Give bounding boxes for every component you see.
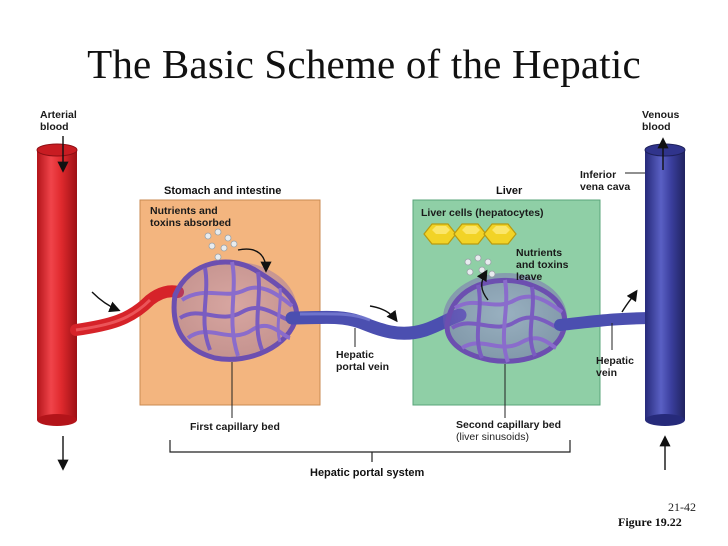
ivc-label-line2: vena cava xyxy=(580,181,630,193)
ivc-label-line1: Inferior xyxy=(580,169,616,181)
nutrients-leave-label-line1: Nutrients xyxy=(516,247,562,259)
portal-vein-label-line2: portal vein xyxy=(336,361,389,373)
hepatic-vein xyxy=(554,312,661,331)
venous-blood-label-line2: blood xyxy=(642,121,671,133)
portal-vein-label-line1: Hepatic xyxy=(336,349,374,361)
hepatic-vein-label-line2: vein xyxy=(596,367,617,379)
vena-cava-tube xyxy=(644,143,686,426)
absorption-arrow xyxy=(237,248,272,273)
portal-flow-arrow xyxy=(369,305,398,323)
arterial-branch-arrow xyxy=(91,291,121,313)
liver-header: Liver xyxy=(496,185,523,197)
second-capillary-bed-network xyxy=(443,273,568,364)
second-capillary-bed-label-line2: (liver sinusoids) xyxy=(456,431,529,443)
slide-number: 21-42 xyxy=(668,500,696,514)
release-arrow xyxy=(476,269,489,301)
nutrients-leave-label-line3: leave xyxy=(516,271,542,283)
first-capillary-bed-label: First capillary bed xyxy=(190,421,280,433)
absorbed-nutrient-particles xyxy=(204,228,238,261)
hepatocyte-cells xyxy=(423,223,517,245)
nutrients-absorbed-label-line1: Nutrients and xyxy=(150,205,218,217)
stomach-intestine-header: Stomach and intestine xyxy=(164,185,281,197)
venous-blood-label-line1: Venous xyxy=(642,109,680,121)
arterial-blood-label-line1: Arterial xyxy=(40,109,77,121)
figure-reference: Figure 19.22 xyxy=(618,515,682,529)
slide-title: The Basic Scheme of the Hepatic xyxy=(87,41,641,87)
hepatocytes-label: Liver cells (hepatocytes) xyxy=(421,207,544,219)
first-capillary-bed-network xyxy=(171,259,299,362)
venous-return-arrow xyxy=(621,289,638,313)
arterial-blood-label-line2: blood xyxy=(40,121,69,133)
hepatic-portal-vein xyxy=(285,308,467,340)
portal-system-bracket xyxy=(169,440,571,462)
hepatic-vein-label-line1: Hepatic xyxy=(596,355,634,367)
nutrients-leave-label-line2: and toxins xyxy=(516,259,569,271)
nutrients-absorbed-label-line2: toxins absorbed xyxy=(150,217,231,229)
portal-system-label: Hepatic portal system xyxy=(310,467,425,479)
artery-tube xyxy=(36,143,78,426)
second-capillary-bed-label-line1: Second capillary bed xyxy=(456,419,561,431)
